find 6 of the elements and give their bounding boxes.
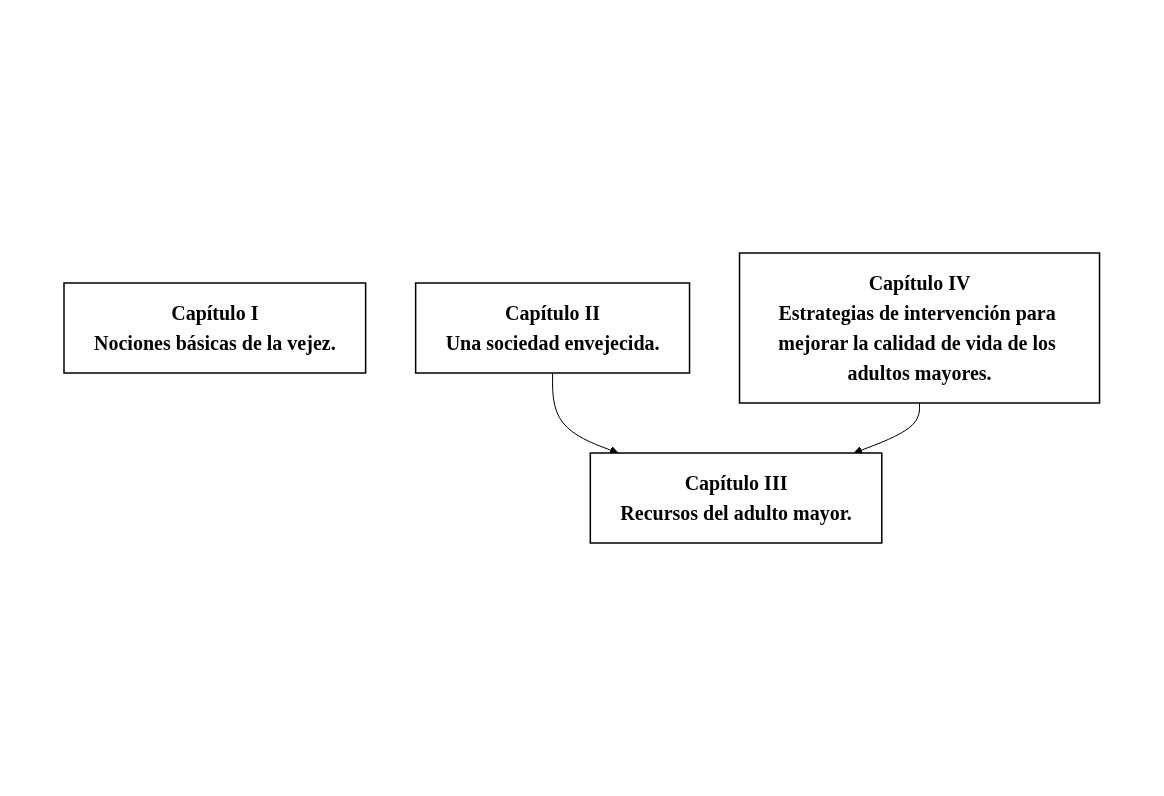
node-box: Capítulo II Una sociedad envejecida. (415, 282, 691, 374)
node-box: Capítulo I Nociones básicas de la vejez. (63, 282, 367, 374)
node-box: Capítulo III Recursos del adulto mayor. (589, 452, 883, 544)
arrow (853, 402, 921, 455)
node-box: Capítulo IV Estrategias de intervención para mejorar la calidad de vida de los adultos mayores. (739, 252, 1101, 404)
arrow (552, 372, 619, 455)
